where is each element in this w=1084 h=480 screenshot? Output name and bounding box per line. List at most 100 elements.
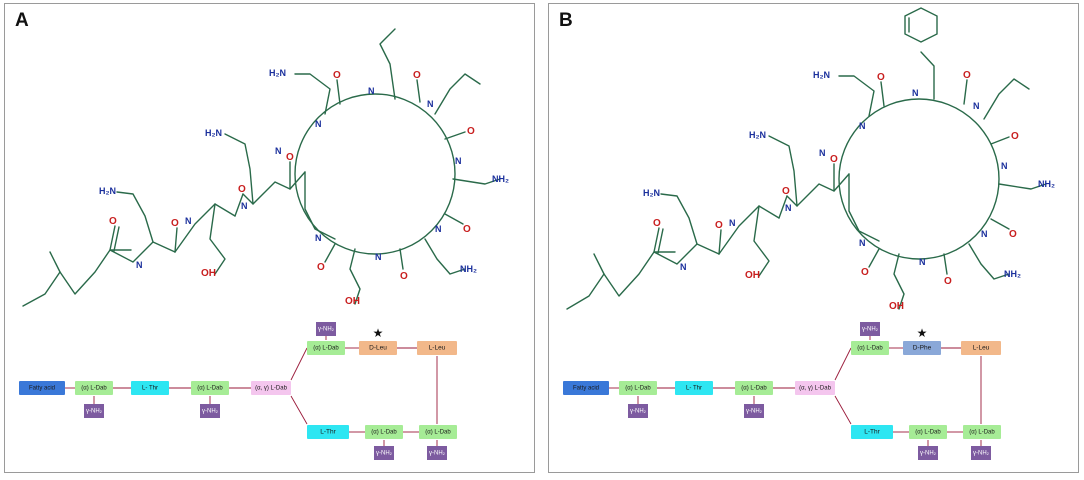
box-nh2-5 bbox=[918, 446, 938, 460]
sequence-schematic: Fatty acid (α) L-Dab γ-NH₂ L- Thr (α) L-… bbox=[19, 322, 457, 460]
box-nh2-3-label: γ-NH₂ bbox=[318, 327, 335, 333]
ring-carbonyl-6 bbox=[868, 248, 880, 268]
box-dab-branch-label: (α, γ) L-Dab bbox=[255, 386, 287, 392]
nitrogen-label: N bbox=[680, 262, 687, 272]
thr-side-chain-2 bbox=[349, 248, 361, 305]
star-icon: ★ bbox=[373, 326, 384, 340]
box-nh2-2-label: γ-NH₂ bbox=[202, 409, 219, 415]
box-d-amino-acid bbox=[903, 341, 941, 355]
box-dab-5 bbox=[365, 425, 403, 439]
ring-carbonyl-5 bbox=[943, 253, 948, 275]
oxygen-label: O bbox=[467, 126, 475, 137]
box-fatty-acid-label: Fatty acid bbox=[573, 386, 599, 392]
leu-side-chain-2 bbox=[434, 73, 481, 115]
box-dab-3 bbox=[307, 341, 345, 355]
box-dab-2-label: (α) L-Dab bbox=[741, 386, 767, 392]
nitrogen-label: N bbox=[241, 201, 248, 211]
dab-side-chain-5 bbox=[968, 243, 1010, 280]
box-dab-1-label: (α) L-Dab bbox=[81, 386, 107, 392]
oxygen-label: O bbox=[171, 218, 179, 229]
box-dab-1 bbox=[75, 381, 113, 395]
oxygen-label: O bbox=[715, 220, 723, 231]
fatty-acid-chain bbox=[22, 249, 132, 307]
nitrogen-label: N bbox=[919, 257, 926, 267]
ring-link bbox=[848, 173, 880, 242]
ring-carbonyl-6 bbox=[324, 243, 336, 263]
box-dab-4-label: (α) L-Dab bbox=[969, 430, 995, 436]
molecule-structure bbox=[566, 7, 1047, 310]
box-thr-2 bbox=[851, 425, 893, 439]
ring-carbonyl-5 bbox=[399, 248, 404, 270]
box-nh2-5-label: γ-NH₂ bbox=[376, 451, 393, 457]
amine-label: H₂N bbox=[205, 128, 222, 138]
box-nh2-4 bbox=[427, 446, 447, 460]
panel-label: A bbox=[15, 10, 29, 31]
box-dab-3 bbox=[851, 341, 889, 355]
phe-side-chain bbox=[920, 51, 935, 100]
nitrogen-label: N bbox=[785, 203, 792, 213]
box-d-amino-acid bbox=[359, 341, 397, 355]
amine-label: H₂N bbox=[813, 70, 830, 80]
leu-side-chain bbox=[983, 78, 1030, 120]
carbonyl-bond bbox=[109, 225, 116, 251]
box-nh2-3 bbox=[860, 322, 880, 336]
box-dab-2 bbox=[191, 381, 229, 395]
dab-side-chain-2 bbox=[224, 133, 254, 205]
leu-side-chain-1 bbox=[379, 28, 396, 100]
box-nh2-3 bbox=[316, 322, 336, 336]
box-fatty-acid bbox=[19, 381, 65, 395]
nitrogen-label: N bbox=[981, 229, 988, 239]
oxygen-label: O bbox=[1011, 131, 1019, 142]
carbonyl-bond-3 bbox=[234, 193, 244, 217]
box-d-amino-acid-label: D-Phe bbox=[913, 345, 932, 352]
box-d-amino-acid-label: D-Leu bbox=[369, 345, 387, 352]
box-nh2-2 bbox=[200, 404, 220, 418]
nitrogen-label: N bbox=[455, 156, 462, 166]
dab-side-chain-4 bbox=[998, 183, 1047, 190]
ring-carbonyl-2 bbox=[416, 79, 421, 103]
amine-label: H₂N bbox=[643, 188, 660, 198]
nitrogen-label: N bbox=[435, 224, 442, 234]
dab-side-chain-4 bbox=[452, 178, 501, 185]
backbone-bond-3 bbox=[786, 173, 850, 207]
fatty-branch-bond bbox=[593, 253, 605, 275]
box-nh2-4-label: γ-NH₂ bbox=[973, 451, 990, 457]
oxygen-label: O bbox=[333, 70, 341, 81]
box-thr-1 bbox=[131, 381, 169, 395]
oxygen-label: O bbox=[286, 152, 294, 163]
nitrogen-label: N bbox=[1001, 161, 1008, 171]
box-dab-5-label: (α) L-Dab bbox=[371, 430, 397, 436]
oxygen-label: O bbox=[830, 154, 838, 165]
amine-label: H₂N bbox=[749, 130, 766, 140]
box-dab-4 bbox=[419, 425, 457, 439]
ring-carbonyl-1 bbox=[880, 81, 885, 107]
box-nh2-5-label: γ-NH₂ bbox=[920, 451, 937, 457]
amine-label: NH₂ bbox=[1004, 269, 1021, 279]
panel-a: A bbox=[4, 3, 535, 473]
oxygen-label: O bbox=[877, 72, 885, 83]
box-dab-3-label: (α) L-Dab bbox=[313, 346, 339, 352]
box-fatty-acid bbox=[563, 381, 609, 395]
box-nh2-2-label: γ-NH₂ bbox=[746, 409, 763, 415]
carbonyl-double-bond bbox=[657, 228, 664, 254]
box-thr-2-label: L-Thr bbox=[864, 429, 880, 436]
panel-b: B bbox=[548, 3, 1079, 473]
oxygen-label: O bbox=[653, 218, 661, 229]
ring-carbonyl-1 bbox=[336, 79, 341, 105]
box-dab-4 bbox=[963, 425, 1001, 439]
carbonyl-bond-2 bbox=[174, 227, 178, 253]
hydroxyl-label: OH bbox=[745, 270, 760, 281]
oxygen-label: O bbox=[109, 216, 117, 227]
box-dab-4-label: (α) L-Dab bbox=[425, 430, 451, 436]
amine-label: NH₂ bbox=[1038, 179, 1055, 189]
nitrogen-label: N bbox=[859, 238, 866, 248]
backbone-bond bbox=[653, 243, 720, 265]
oxygen-label: O bbox=[400, 271, 408, 282]
box-leu-label: L-Leu bbox=[429, 345, 446, 352]
box-nh2-3-label: γ-NH₂ bbox=[862, 327, 879, 333]
thr-side-chain bbox=[209, 203, 226, 275]
backbone-bond-2 bbox=[718, 205, 780, 255]
nitrogen-label: N bbox=[973, 101, 980, 111]
box-dab-5-label: (α) L-Dab bbox=[915, 430, 941, 436]
ring-carbonyl-3 bbox=[990, 136, 1010, 145]
